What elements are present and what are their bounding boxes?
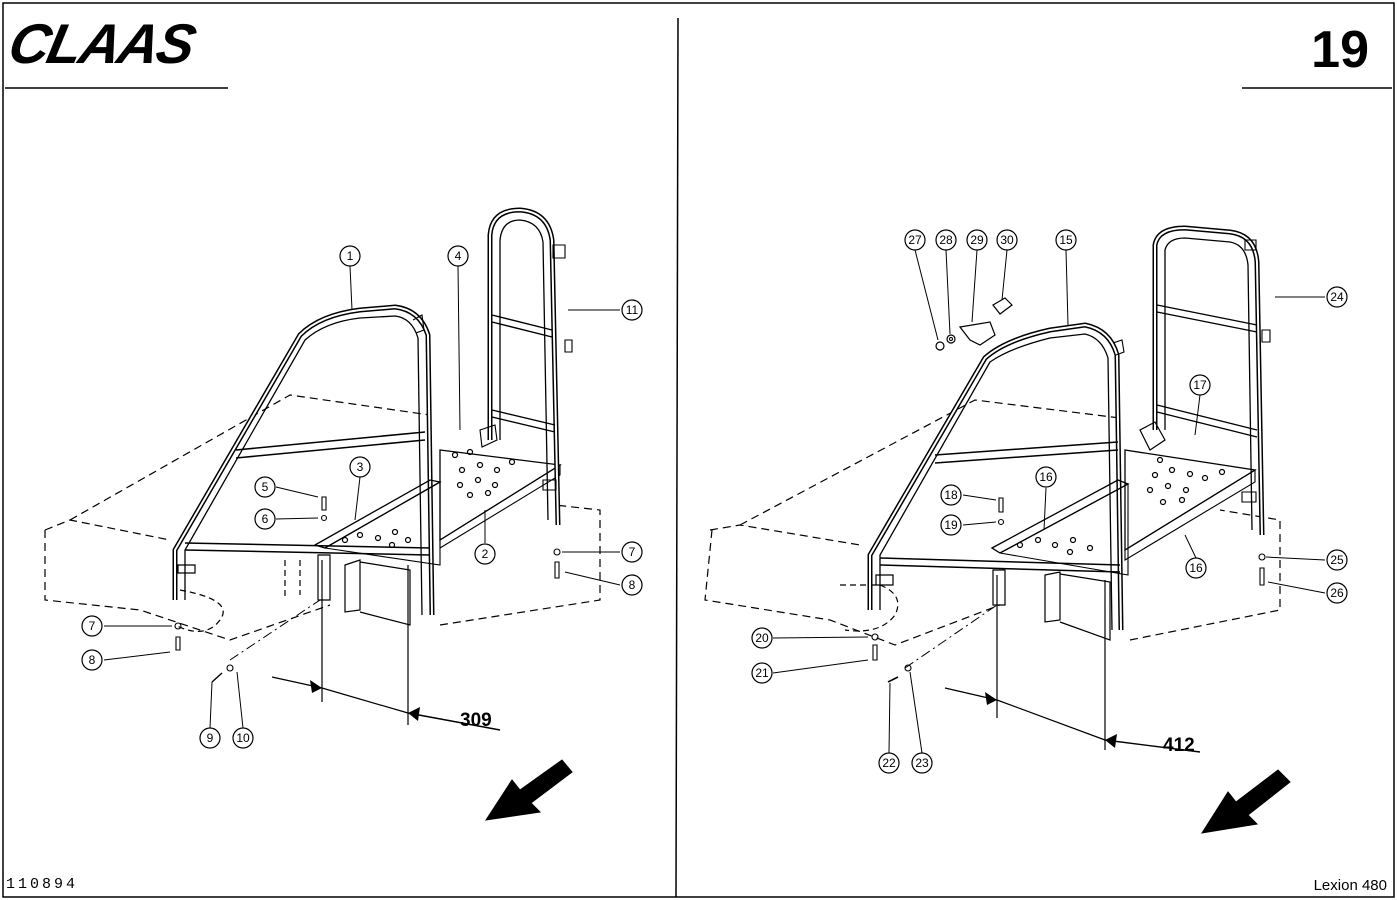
callout-30: 30: [1000, 233, 1014, 247]
callout-21: 21: [755, 666, 769, 680]
callout-11: 11: [626, 303, 639, 317]
callout-5: 5: [262, 480, 269, 494]
callout-16b: 16: [1189, 561, 1203, 575]
callout-19: 19: [944, 518, 958, 532]
callout-22: 22: [882, 756, 896, 770]
dimension-309: 309: [460, 710, 492, 731]
callout-25: 25: [1330, 553, 1344, 567]
dimension-412: 412: [1163, 735, 1195, 756]
page-number: 19: [1311, 21, 1369, 79]
callout-7b: 7: [89, 619, 96, 633]
callout-24: 24: [1330, 290, 1344, 304]
right-callouts: [751, 229, 1348, 774]
callout-9: 9: [207, 731, 214, 745]
callout-28: 28: [939, 233, 953, 247]
callout-23: 23: [915, 756, 929, 770]
left-exploded-view: [44, 207, 621, 821]
brand-logo: CLAAS: [3, 12, 200, 75]
document-id: 110894: [6, 876, 79, 893]
callout-6: 6: [262, 512, 269, 526]
callout-3: 3: [357, 460, 364, 474]
callout-27: 27: [908, 233, 922, 247]
callout-29: 29: [970, 233, 984, 247]
right-exploded-view: [704, 225, 1326, 834]
callout-2: 2: [482, 547, 489, 561]
callout-4: 4: [455, 249, 462, 263]
callout-16: 16: [1039, 470, 1053, 484]
left-callouts: [81, 245, 643, 749]
callout-18: 18: [944, 488, 958, 502]
callout-8b: 8: [89, 653, 96, 667]
machine-model: Lexion 480: [1313, 877, 1387, 894]
callout-7: 7: [629, 545, 636, 559]
panel-divider: [675, 17, 679, 898]
callout-17: 17: [1193, 378, 1207, 392]
callout-20: 20: [755, 631, 769, 645]
callout-8: 8: [629, 578, 636, 592]
callout-10: 10: [236, 731, 250, 745]
callout-1: 1: [347, 249, 354, 263]
callout-15: 15: [1059, 233, 1073, 247]
callout-26: 26: [1330, 586, 1344, 600]
